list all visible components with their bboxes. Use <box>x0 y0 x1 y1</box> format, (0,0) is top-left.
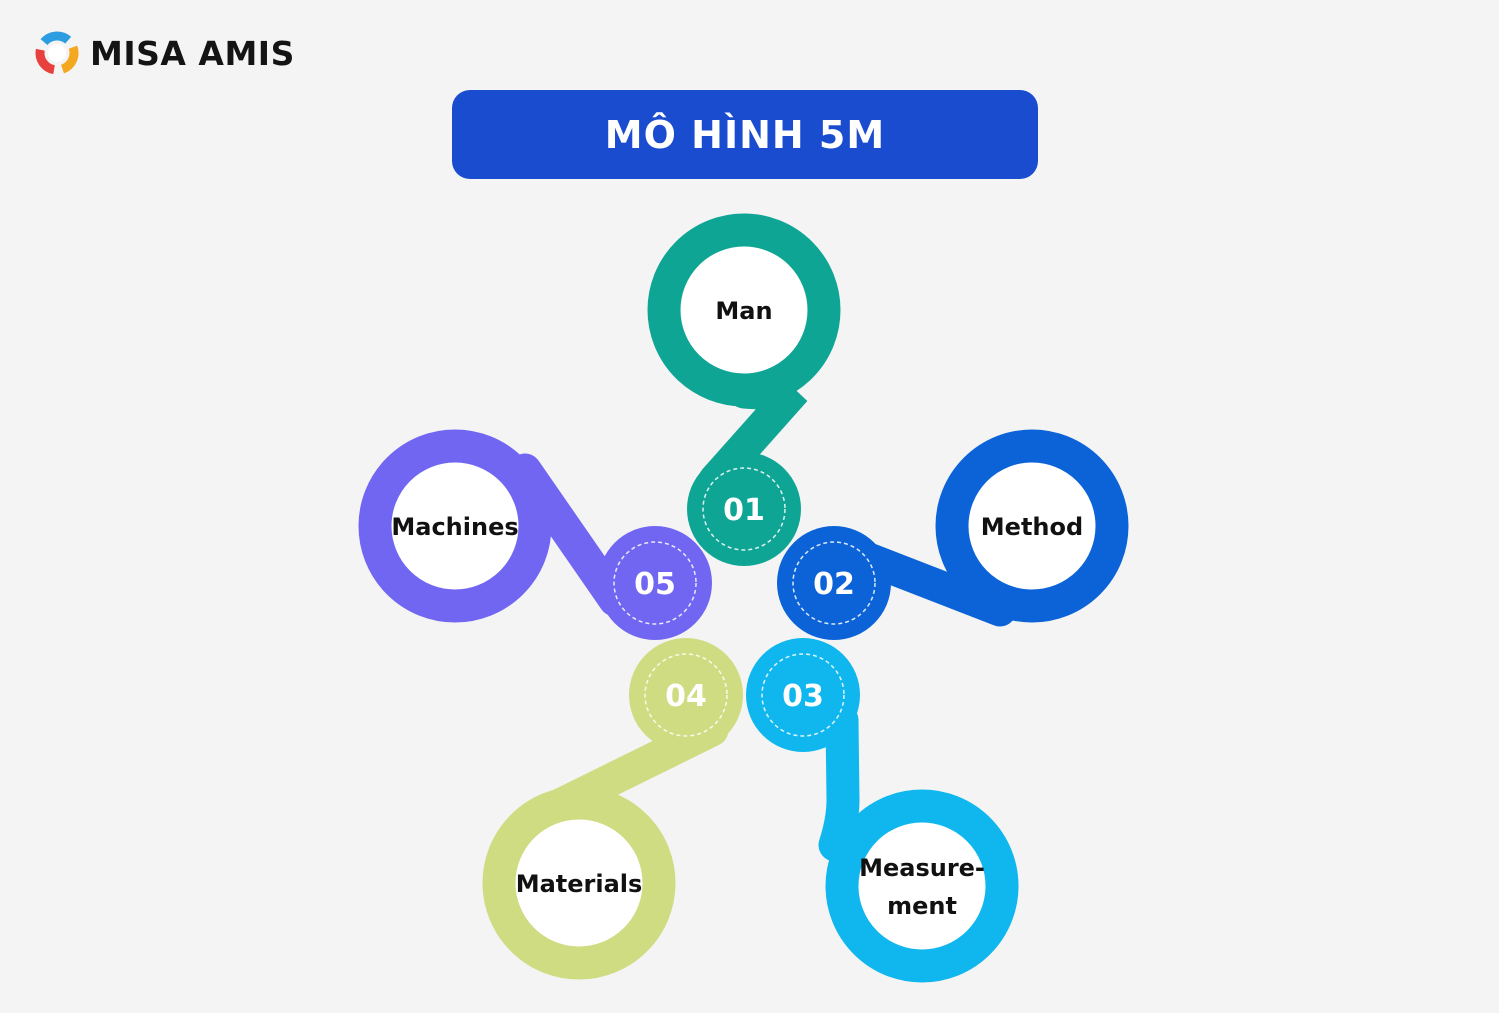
title-banner: MÔ HÌNH 5M <box>452 90 1038 179</box>
number-02: 02 <box>813 567 855 602</box>
ring-01 <box>647 213 841 407</box>
label-03-line-2: ment <box>887 892 957 920</box>
ring-05 <box>358 429 552 623</box>
label-03-line-1: Measure- <box>859 854 985 882</box>
number-03: 03 <box>782 679 824 714</box>
number-01: 01 <box>723 493 765 528</box>
logo-text: MISA AMIS <box>90 33 295 73</box>
dashed-ring-05 <box>613 541 697 625</box>
page-title: MÔ HÌNH 5M <box>604 112 886 157</box>
number-04: 04 <box>665 679 707 714</box>
dashed-ring-02 <box>792 541 876 625</box>
connector-03 <box>818 703 860 862</box>
brand-logo: MISA AMIS <box>34 30 295 76</box>
ring-04 <box>482 786 676 980</box>
ring-02 <box>935 429 1129 623</box>
label-02-line-1: Method <box>981 513 1083 541</box>
label-04-line-1: Materials <box>516 870 643 898</box>
ring-03 <box>825 789 1019 983</box>
label-05-line-1: Machines <box>391 513 518 541</box>
number-05: 05 <box>634 567 676 602</box>
label-01-line-1: Man <box>715 297 772 325</box>
dashed-ring-03 <box>761 653 845 737</box>
dashed-ring-01 <box>702 467 786 551</box>
misa-logo-icon <box>35 31 79 75</box>
dashed-ring-04 <box>644 653 728 737</box>
